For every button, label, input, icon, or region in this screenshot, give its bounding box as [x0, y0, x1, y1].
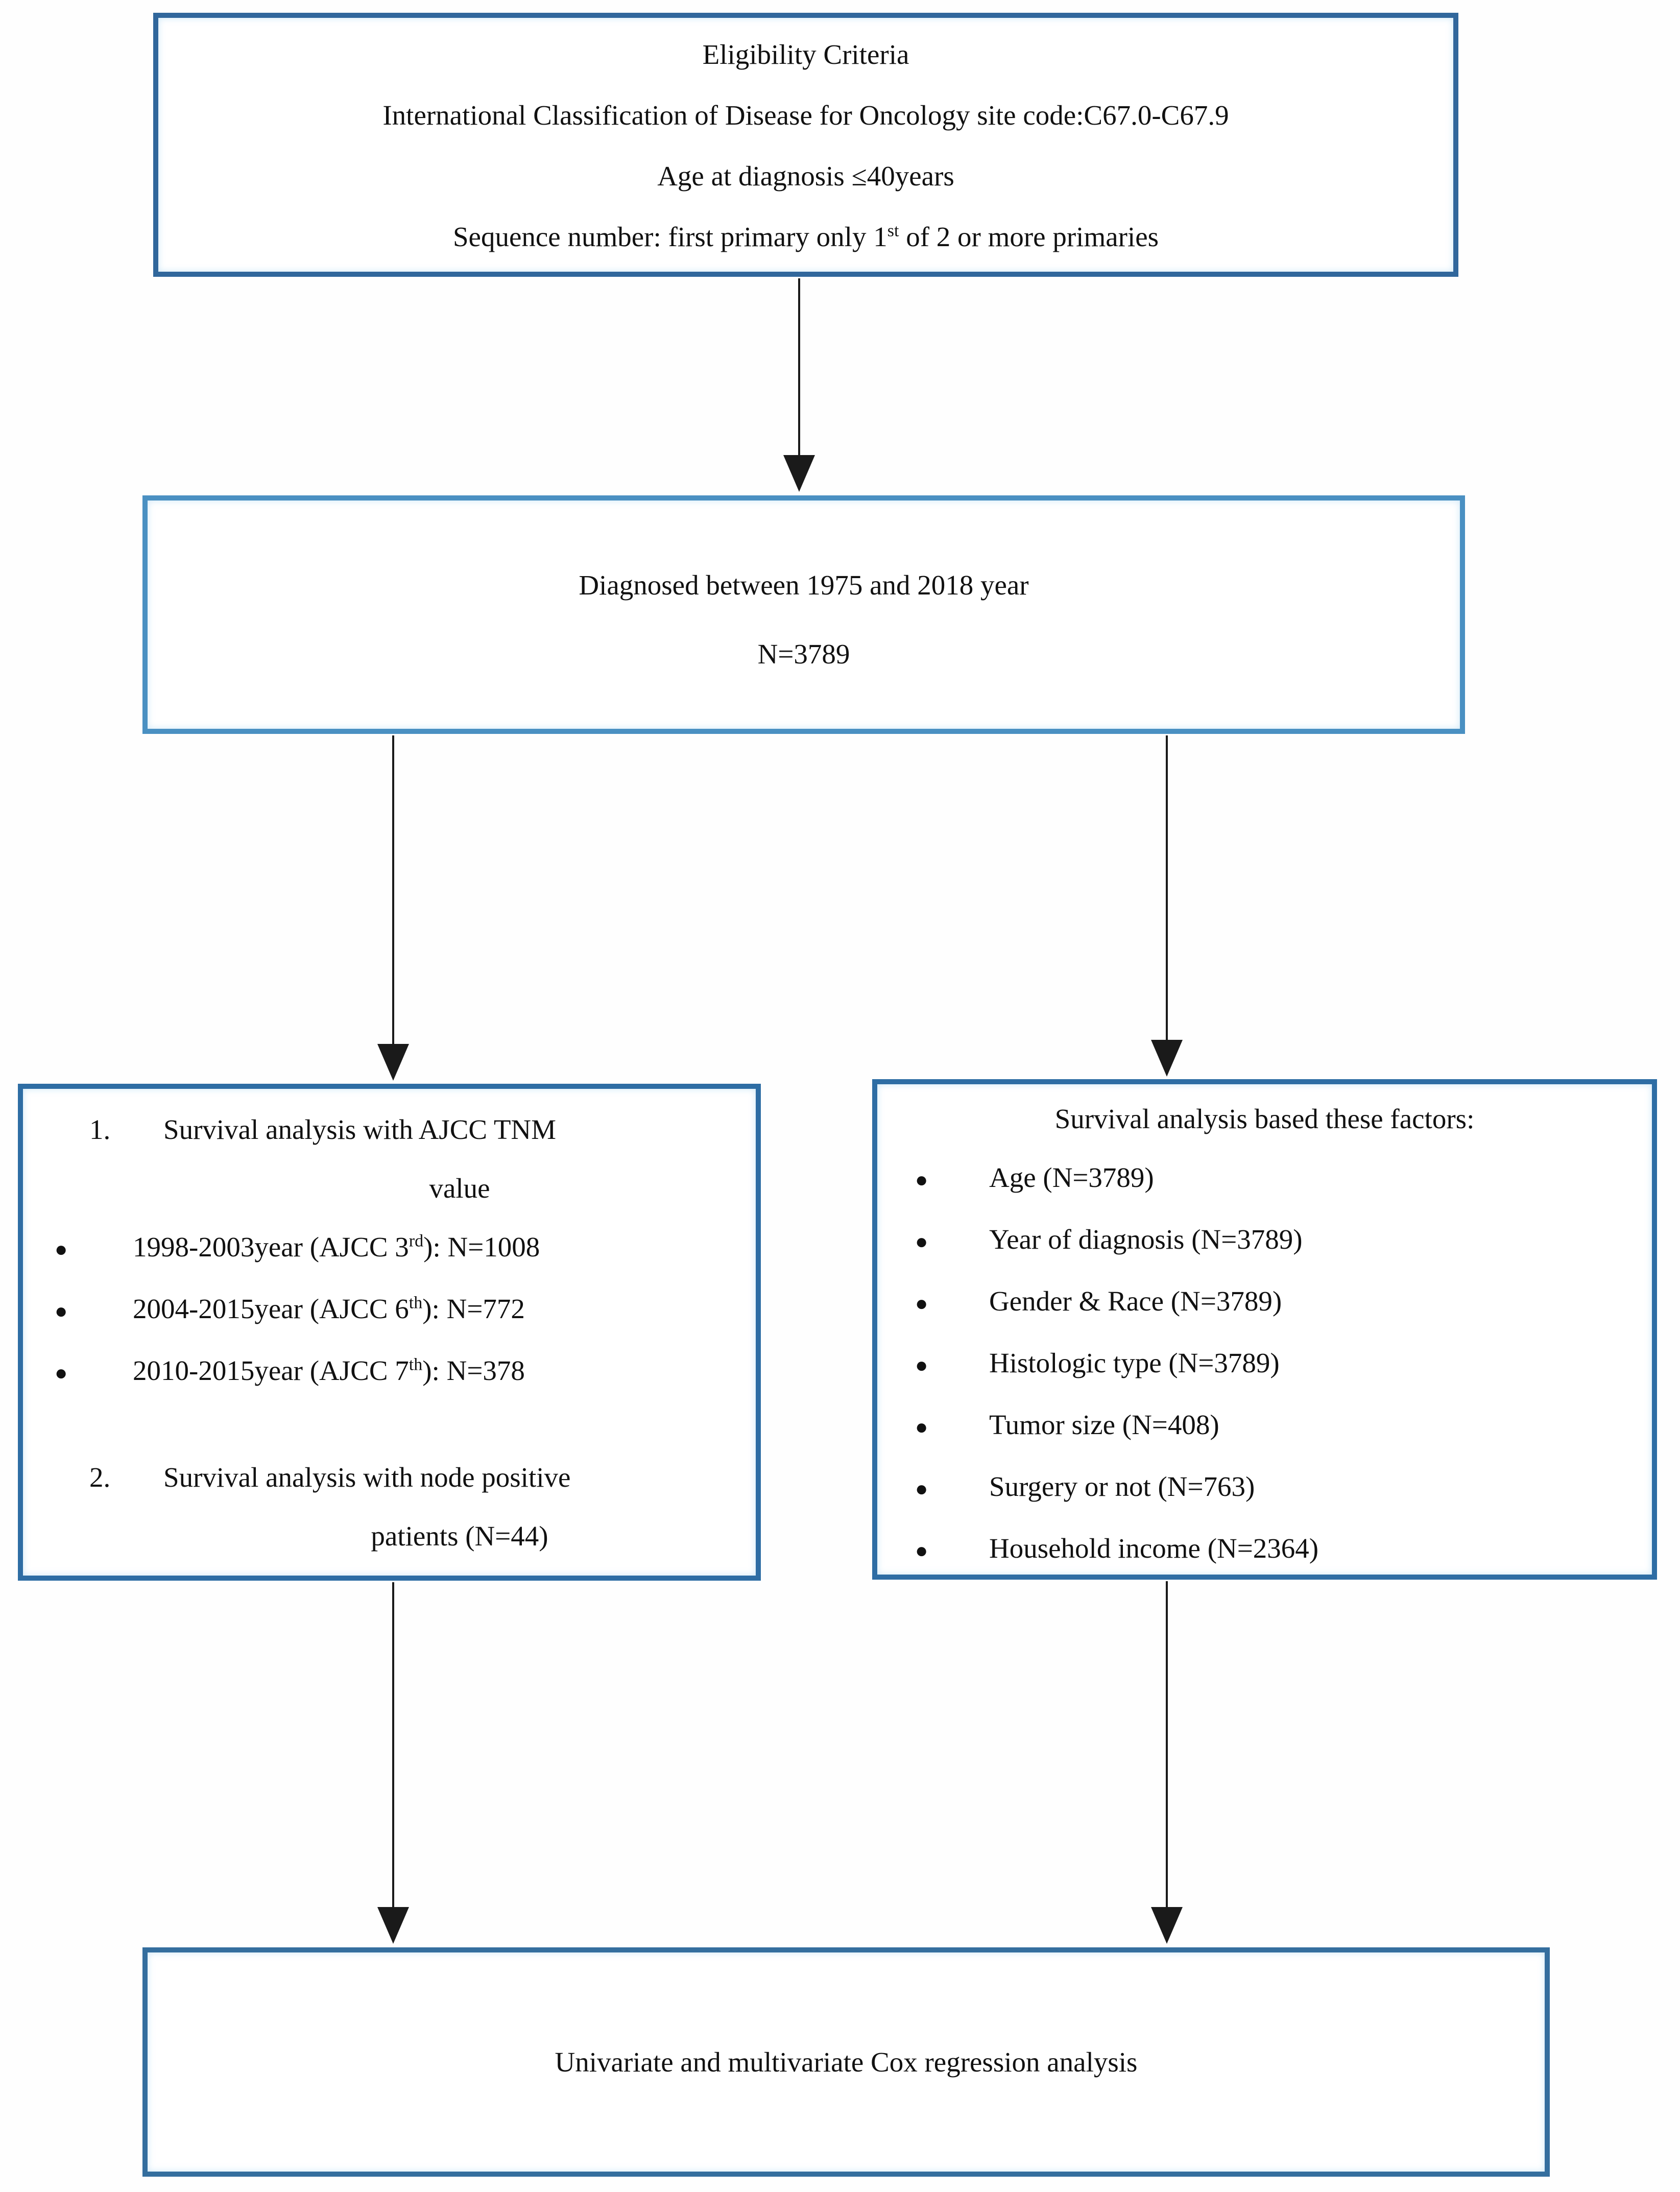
bullet-icon: ●	[55, 1300, 68, 1323]
diagnosed-cohort-box: Diagnosed between 1975 and 2018 year N=3…	[142, 495, 1465, 734]
arrow-eligibility-to-diagnosed	[783, 278, 815, 492]
item-text: 1998-2003year (AJCC 3rd): N=1008	[133, 1218, 540, 1276]
list-item-surgery-or-not: ● Surgery or not (N=763)	[877, 1457, 1652, 1519]
item-text: 2010-2015year (AJCC 7th): N=378	[133, 1341, 525, 1400]
bullet-icon: ●	[55, 1362, 68, 1385]
bullet-icon: ●	[915, 1354, 928, 1377]
bullet-icon: ●	[915, 1478, 928, 1501]
arrow-shaft	[392, 735, 394, 1049]
eligibility-criteria-box: Eligibility Criteria International Class…	[153, 13, 1458, 277]
ordinal-superscript: th	[409, 1293, 423, 1313]
item-text: Survival analysis with AJCC TNM	[163, 1114, 557, 1145]
criteria-age-at-diagnosis: Age at diagnosis ≤40years	[657, 160, 954, 192]
eligibility-title: Eligibility Criteria	[702, 39, 909, 70]
arrow-head-icon	[1151, 1907, 1183, 1944]
ajcc-item-1-continuation: value	[429, 1173, 490, 1204]
arrow-head-icon	[1151, 1040, 1183, 1077]
arrow-head-icon	[377, 1044, 409, 1081]
item-text-pre: 1998-2003year (AJCC 3	[133, 1231, 409, 1262]
arrow-ajcc-to-cox	[377, 1582, 410, 1944]
item-text: Surgery or not (N=763)	[989, 1471, 1255, 1502]
arrow-shaft	[1166, 735, 1168, 1045]
item-text-pre: 2004-2015year (AJCC 6	[133, 1293, 409, 1324]
bullet-icon: ●	[915, 1292, 928, 1316]
ordinal-superscript: st	[887, 221, 899, 241]
item-text: Year of diagnosis (N=3789)	[989, 1224, 1303, 1255]
list-item-ajcc3: ● 1998-2003year (AJCC 3rd): N=1008	[23, 1218, 756, 1279]
ajcc-item-2-continuation: patients (N=44)	[371, 1520, 548, 1552]
list-item-year-of-diagnosis: ● Year of diagnosis (N=3789)	[877, 1210, 1652, 1272]
item-text: Tumor size (N=408)	[989, 1409, 1219, 1440]
list-item-age: ● Age (N=3789)	[877, 1148, 1652, 1210]
diagnosed-cohort-count: N=3789	[757, 638, 850, 670]
ajcc-analysis-box: 1. Survival analysis with AJCC TNM value…	[18, 1084, 761, 1581]
bullet-icon: ●	[915, 1230, 928, 1254]
bullet-icon: ●	[55, 1238, 68, 1261]
item-number: 2.	[89, 1462, 111, 1493]
item-text-pre: 2010-2015year (AJCC 7	[133, 1355, 409, 1386]
bullet-icon: ●	[915, 1169, 928, 1192]
arrow-diagnosed-to-factors	[1150, 735, 1183, 1077]
item-text: 2004-2015year (AJCC 6th): N=772	[133, 1279, 525, 1338]
criteria-icd-site-code: International Classification of Disease …	[382, 100, 1229, 131]
arrow-shaft	[392, 1582, 394, 1912]
factors-header: Survival analysis based these factors:	[1054, 1103, 1475, 1134]
arrow-head-icon	[783, 455, 815, 492]
item-text: Gender & Race (N=3789)	[989, 1285, 1282, 1317]
item-text-post: ): N=378	[422, 1355, 525, 1386]
item-text: Household income (N=2364)	[989, 1533, 1319, 1564]
criteria-sequence-text-tail: of 2 or more primaries	[899, 221, 1159, 252]
item-text-post: ): N=772	[422, 1293, 525, 1324]
item-text: Histologic type (N=3789)	[989, 1347, 1280, 1378]
arrow-factors-to-cox	[1150, 1581, 1183, 1944]
list-item-household-income: ● Household income (N=2364)	[877, 1519, 1652, 1581]
list-item-tumor-size: ● Tumor size (N=408)	[877, 1395, 1652, 1457]
ajcc-item-1: 1. Survival analysis with AJCC TNM	[23, 1100, 756, 1159]
ajcc-item-2: 2. Survival analysis with node positive	[23, 1448, 756, 1507]
criteria-sequence-text: Sequence number: first primary only 1	[452, 221, 887, 252]
item-text: Age (N=3789)	[989, 1162, 1154, 1193]
list-item-histologic-type: ● Histologic type (N=3789)	[877, 1333, 1652, 1395]
arrow-shaft	[798, 278, 800, 460]
list-item-gender-race: ● Gender & Race (N=3789)	[877, 1272, 1652, 1333]
item-number: 1.	[89, 1114, 111, 1145]
arrow-shaft	[1166, 1581, 1168, 1912]
list-item-ajcc6: ● 2004-2015year (AJCC 6th): N=772	[23, 1279, 756, 1341]
cox-regression-box: Univariate and multivariate Cox regressi…	[142, 1947, 1550, 2177]
arrow-head-icon	[377, 1907, 409, 1944]
item-text-post: ): N=1008	[423, 1231, 540, 1262]
factors-analysis-box: Survival analysis based these factors: ●…	[872, 1079, 1657, 1580]
list-item-ajcc7: ● 2010-2015year (AJCC 7th): N=378	[23, 1341, 756, 1403]
arrow-diagnosed-to-ajcc	[377, 735, 410, 1081]
cox-regression-text: Univariate and multivariate Cox regressi…	[555, 2046, 1138, 2078]
bullet-icon: ●	[915, 1539, 928, 1563]
diagnosed-period-text: Diagnosed between 1975 and 2018 year	[579, 569, 1029, 601]
ordinal-superscript: th	[409, 1355, 423, 1374]
bullet-icon: ●	[915, 1416, 928, 1439]
item-text: Survival analysis with node positive	[163, 1462, 571, 1493]
ordinal-superscript: rd	[409, 1231, 424, 1251]
criteria-sequence-number: Sequence number: first primary only 1st …	[158, 206, 1453, 267]
